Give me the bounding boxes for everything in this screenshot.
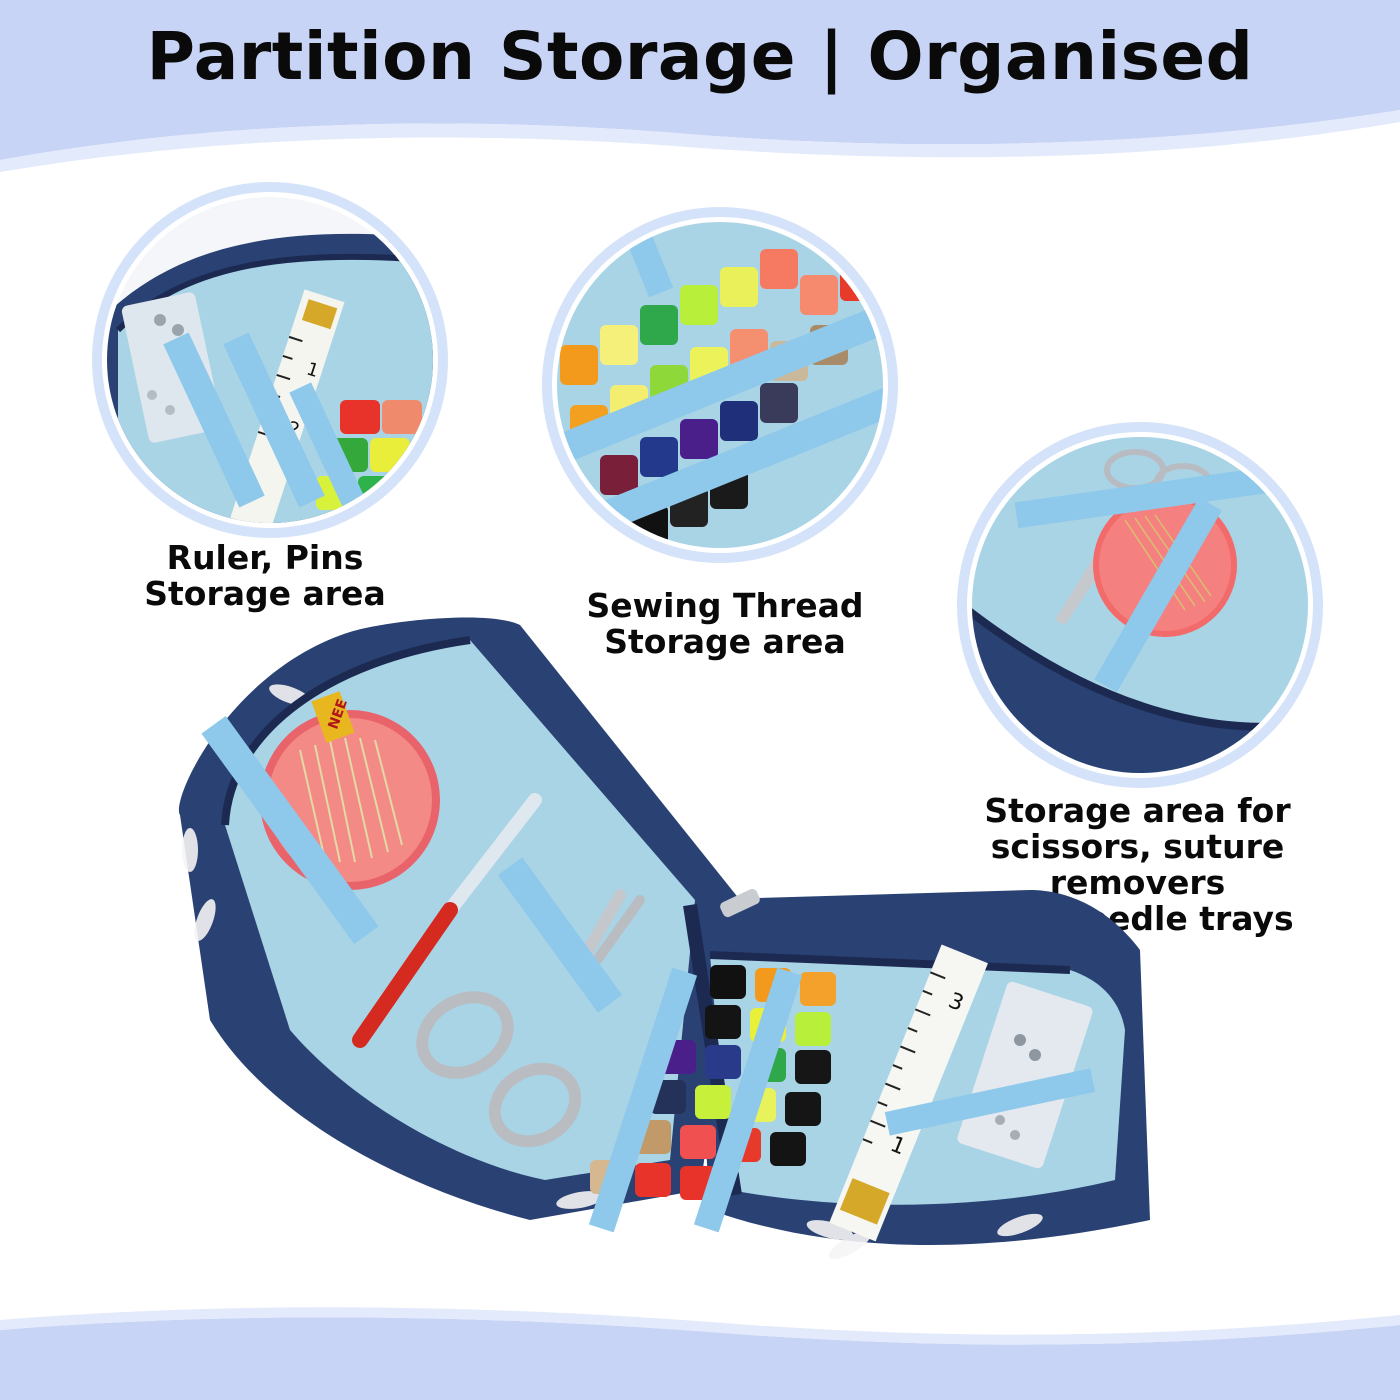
elastic-strap bbox=[557, 288, 883, 474]
callout-scissors-needles-line1: Storage area for bbox=[984, 791, 1291, 830]
callout-ruler-pins-line1: Ruler, Pins bbox=[166, 538, 364, 577]
elastic-strap bbox=[884, 1068, 1096, 1136]
thread-spools bbox=[560, 249, 878, 545]
page-title: Partition Storage | Organised bbox=[146, 18, 1254, 95]
sewing-kit-case: NEE bbox=[178, 617, 1150, 1259]
elastic-strap bbox=[223, 332, 325, 508]
callout-sewing-thread: Sewing Thread Storage area bbox=[555, 588, 895, 660]
elastic-strap bbox=[588, 967, 698, 1233]
sewing-thread-detail-circle bbox=[542, 207, 898, 563]
callout-ruler-pins: Ruler, Pins Storage area bbox=[100, 540, 430, 612]
callout-sewing-thread-line2: Storage area bbox=[604, 622, 846, 661]
callout-scissors-needles-line2: scissors, suture removers bbox=[990, 827, 1285, 902]
elastic-strap bbox=[201, 716, 379, 944]
callout-sewing-thread-line1: Sewing Thread bbox=[586, 586, 864, 625]
zipper-pull[interactable] bbox=[718, 887, 761, 918]
callout-ruler-pins-line2: Storage area bbox=[144, 574, 386, 613]
elastic-strap bbox=[557, 373, 883, 548]
elastic-strap bbox=[1094, 497, 1222, 693]
seam-ripper bbox=[352, 793, 542, 1048]
footer-band bbox=[0, 1307, 1400, 1400]
pins-packet bbox=[957, 981, 1093, 1169]
tape-measure: 3 1 bbox=[829, 944, 988, 1242]
scissors-needles-detail-circle bbox=[957, 422, 1323, 788]
header-band bbox=[0, 0, 1400, 172]
elastic-strap bbox=[163, 332, 265, 508]
ruler-pins-detail-circle: 1 2 bbox=[92, 182, 448, 538]
elastic-strap bbox=[497, 857, 623, 1013]
elastic-strap bbox=[693, 967, 803, 1233]
